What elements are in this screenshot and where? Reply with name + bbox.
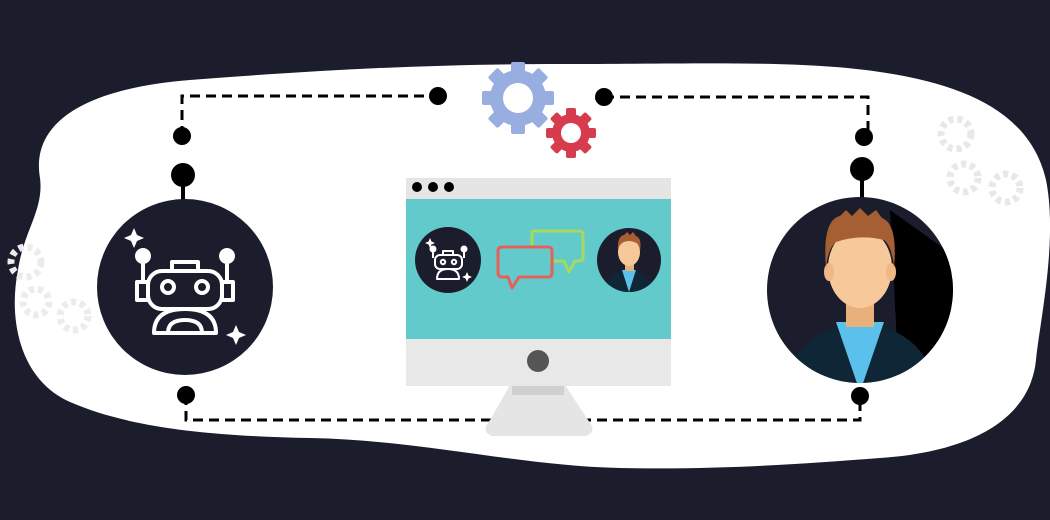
monitor-icon <box>406 178 671 436</box>
power-button-icon <box>527 350 549 372</box>
window-dot <box>444 182 454 192</box>
sparkle-icon <box>124 228 246 345</box>
mini-robot-avatar <box>415 227 481 293</box>
sparkle-icon <box>462 272 472 282</box>
faint-gears-left <box>7 243 92 334</box>
monitor-stand <box>485 385 593 436</box>
monitor-stand-shadow <box>512 385 564 395</box>
window-titlebar <box>406 178 671 199</box>
sparkle-icon <box>425 238 435 248</box>
connector-pins <box>171 157 874 200</box>
faint-gears-right <box>937 115 1024 206</box>
gear-icon <box>482 62 596 158</box>
robot-icon <box>135 248 235 335</box>
robot-icon <box>429 245 468 280</box>
window-dot <box>428 182 438 192</box>
window-dot <box>412 182 422 192</box>
chat-bubble-left <box>496 245 554 290</box>
chat-bubbles-icon <box>496 229 585 290</box>
robot-avatar <box>97 199 273 375</box>
chat-bubble-right <box>532 229 585 274</box>
